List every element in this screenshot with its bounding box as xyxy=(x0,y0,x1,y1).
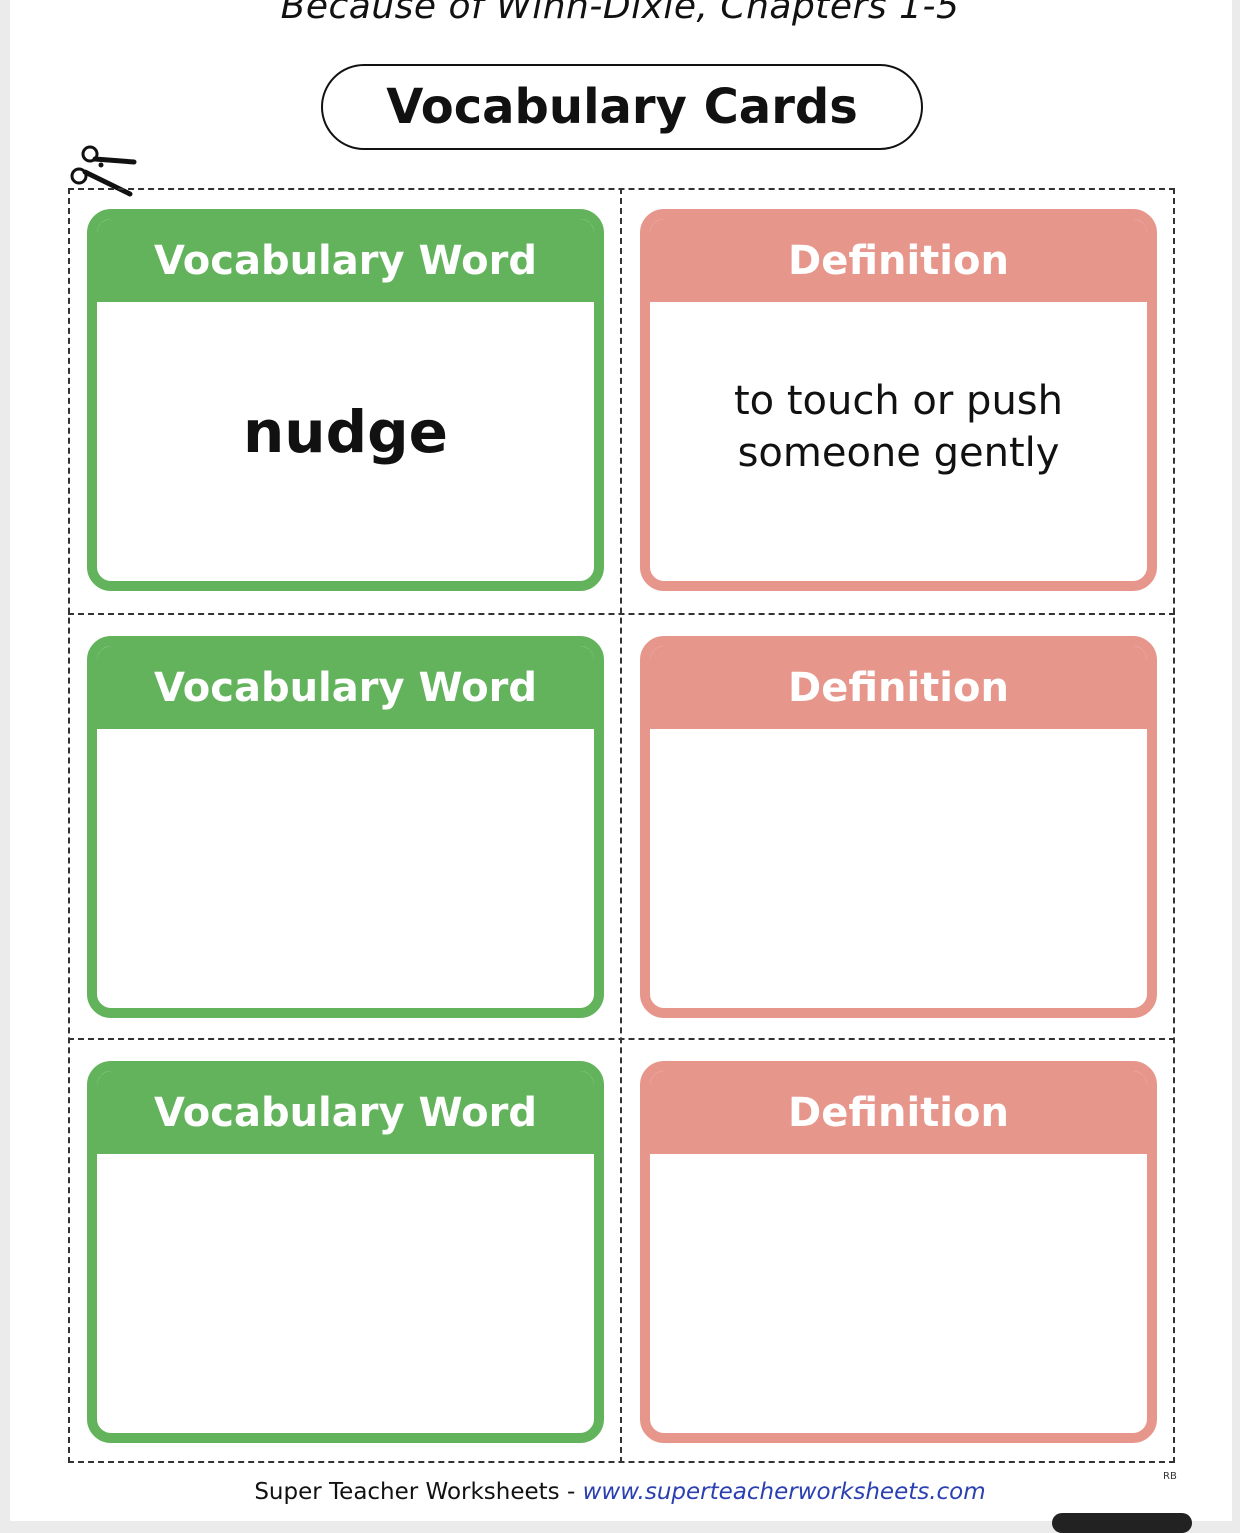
vocabulary-word-body xyxy=(97,1154,594,1433)
definition-header: Definition xyxy=(650,1071,1147,1154)
definition-card-3: Definition xyxy=(640,1061,1157,1443)
definition-header: Definition xyxy=(650,219,1147,302)
definition-body xyxy=(650,1154,1147,1433)
footer-link[interactable]: www.superteacherworksheets.com xyxy=(582,1479,986,1505)
vocabulary-word-header: Vocabulary Word xyxy=(97,646,594,729)
definition-header: Definition xyxy=(650,646,1147,729)
vocabulary-word: nudge xyxy=(243,397,448,466)
footer: Super Teacher Worksheets - www.superteac… xyxy=(0,1479,1240,1505)
definition-body: to touch or push someone gently xyxy=(650,302,1147,581)
cut-guide-vertical xyxy=(620,188,622,1463)
page-control-tab[interactable] xyxy=(1052,1513,1192,1533)
author-mark: RB xyxy=(1163,1471,1177,1482)
definition-body xyxy=(650,729,1147,1008)
footer-brand: Super Teacher Worksheets - xyxy=(254,1479,583,1505)
cut-guide-horizontal-1 xyxy=(68,613,1175,615)
worksheet-subtitle: Because of Winn-Dixie, Chapters 1-5 xyxy=(280,0,960,27)
definition-card-2: Definition xyxy=(640,636,1157,1018)
vocabulary-word-header: Vocabulary Word xyxy=(97,1071,594,1154)
vocabulary-word-body xyxy=(97,729,594,1008)
vocabulary-word-card-2: Vocabulary Word xyxy=(87,636,604,1018)
cut-guide-horizontal-2 xyxy=(68,1038,1175,1040)
scissors-icon xyxy=(70,145,137,197)
vocabulary-word-header: Vocabulary Word xyxy=(97,219,594,302)
definition-text: to touch or push someone gently xyxy=(733,377,1063,476)
worksheet-title: Vocabulary Cards xyxy=(321,64,923,150)
vocabulary-word-card-3: Vocabulary Word xyxy=(87,1061,604,1443)
definition-card-1: Definition to touch or push someone gent… xyxy=(640,209,1157,591)
vocabulary-word-card-1: Vocabulary Word nudge xyxy=(87,209,604,591)
vocabulary-word-body: nudge xyxy=(97,302,594,581)
